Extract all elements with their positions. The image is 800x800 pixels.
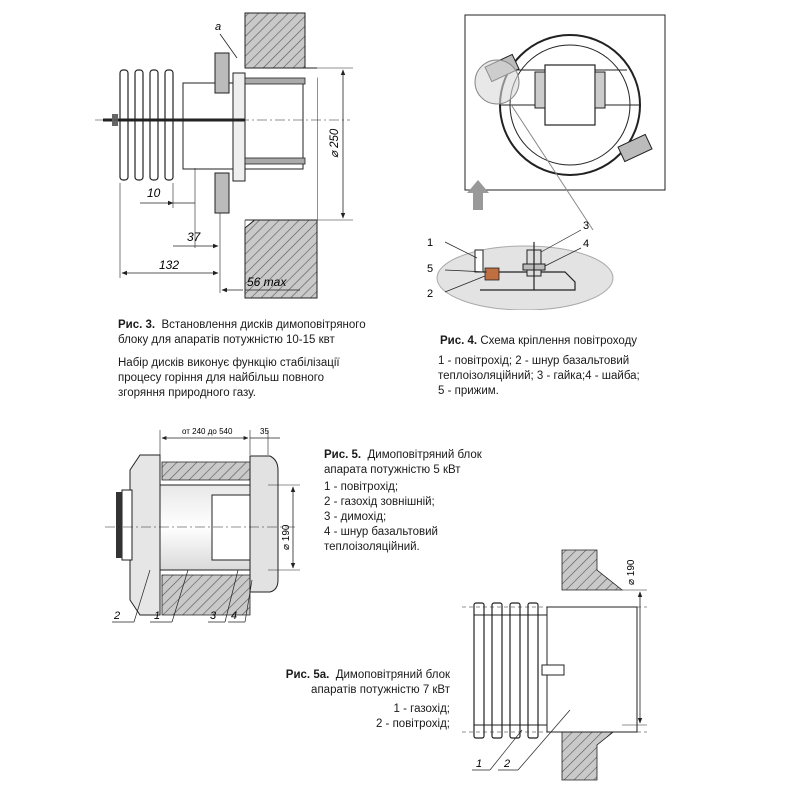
figure-4-pipe-mounting: 1 2 3 4 5 [415,10,675,310]
disk-set [119,69,174,181]
figure-5a-caption: Рис. 5а. Димоповітряний блок апаратів по… [260,668,450,698]
wall-top [161,461,251,481]
figure-5-caption: Рис. 5. Димоповітряний блок апарата поту… [324,448,524,478]
fig4-legend-line1: 1 - повітрохід; 2 - шнур базальтовий [438,355,630,367]
dim-10: 10 [147,186,161,200]
figure-5a-legend: 1 - газохід; 2 - повітрохід; [330,702,450,732]
dim-37: 37 [187,230,202,244]
clamp-bottom-right [617,133,653,163]
fig3-caption-title: Рис. 3. [118,319,156,331]
wall-bottom [161,574,251,616]
direction-arrow [467,180,489,210]
figure-3-drawing: a ⌀ 250 10 37 132 56 max [95,12,353,299]
figure-4-legend: 1 - повітрохід; 2 - шнур базальтовий теп… [438,354,678,399]
fig3-caption-line2: блоку для апаратів потужністю 10-15 квт [118,334,335,346]
bracket [541,664,565,676]
fig5a-caption-title: Рис. 5а. [285,669,330,681]
fig4-callout-2: 2 [427,288,433,300]
grille-cage [473,602,547,739]
figure-5-drawing: от 240 до 540 35 ⌀ 190 2 1 3 4 [105,427,300,623]
outer-flue [129,454,161,616]
basalt-cord [484,267,500,281]
fig4-callout-4: 4 [583,238,589,250]
figure-4-caption: Рис. 4. Схема кріплення повітроходу [440,334,680,349]
fig5-caption-text2: апарата потужністю 5 кВт [324,464,461,476]
fig4-caption-text: Схема кріплення повітроходу [480,335,638,347]
figure-3-caption: Рис. 3. Встановлення дисків димоповітрян… [118,318,403,348]
fig5-legend-3: 3 - димохід; [324,511,387,523]
fig4-caption-title: Рис. 4. [440,335,478,347]
fig5a-caption-text2: апаратів потужністю 7 кВт [311,684,450,696]
outlet-cap [249,455,279,593]
fig3-note-line2: процесу горіння для найбільш повного [118,372,325,384]
fig4-legend-line2: теплоізоляційний; 3 - гайка;4 - шайба; [438,370,640,382]
fig5-callout-1: 1 [154,610,160,622]
wall-top [561,549,624,591]
figure-4-drawing: 1 2 3 4 5 [427,14,666,310]
bracket-bottom [214,172,230,214]
fig5-callout-3: 3 [210,610,217,622]
fig3-note-line3: згоряння природного газу. [118,387,256,399]
flange [232,72,246,182]
detail-marker [474,59,520,105]
dim-56-max: 56 max [247,275,287,289]
inner-pipe [544,64,596,126]
fig5a-dim-190: ⌀ 190 [626,559,637,585]
dim-35: 35 [260,427,269,436]
fig5a-callout-1: 1 [476,758,482,770]
bracket-top [214,52,230,94]
figure-3-disk-installation: a ⌀ 250 10 37 132 56 max [95,8,355,300]
dim-132: 132 [159,258,179,272]
detail-view [436,245,614,310]
fig5-caption-text1: Димоповітряний блок [367,449,482,461]
figure-5-flue-block-5kw: от 240 до 540 35 ⌀ 190 2 1 3 4 [100,420,315,630]
fig5-legend-2: 2 - газохід зовнішній; [324,496,435,508]
fig5-callout-4: 4 [231,610,237,622]
fig5-caption-title: Рис. 5. [324,449,362,461]
fig4-callout-1: 1 [427,237,433,249]
figure-5-legend: 1 - повітрохід; 2 - газохід зовнішній; 3… [324,480,524,555]
fig4-callout-5: 5 [427,263,433,275]
fig5-legend-1: 1 - повітрохід; [324,481,399,493]
fig5-callout-2: 2 [113,610,120,622]
fig3-note-line1: Набір дисків виконує функцію стабілізаці… [118,357,340,369]
dim-250: ⌀ 250 [329,128,341,158]
dim-range: от 240 до 540 [182,427,233,436]
fig5a-legend-2: 2 - повітрохід; [375,718,450,730]
fig5a-caption-text1: Димоповітряний блок [335,669,450,681]
figure-3-note: Набір дисків виконує функцію стабілізаці… [118,356,403,401]
figure-5a-flue-block-7kw: ⌀ 190 1 2 [462,545,662,785]
label-a: a [215,21,221,33]
fig4-callout-3: 3 [583,220,589,232]
fig5-legend-5: теплоізоляційний. [324,541,420,553]
fig5-legend-4: 4 - шнур базальтовий [324,526,438,538]
wall-bottom [561,724,624,781]
fig4-legend-line3: 5 - прижим. [438,385,499,397]
fig5a-legend-1: 1 - газохід; [393,703,450,715]
figure-5a-drawing: ⌀ 190 1 2 [462,549,647,781]
fig3-caption-line1: Встановлення дисків димоповітряного [161,319,366,331]
fig5-dim-190: ⌀ 190 [281,524,292,550]
fig5a-callout-2: 2 [503,758,510,770]
